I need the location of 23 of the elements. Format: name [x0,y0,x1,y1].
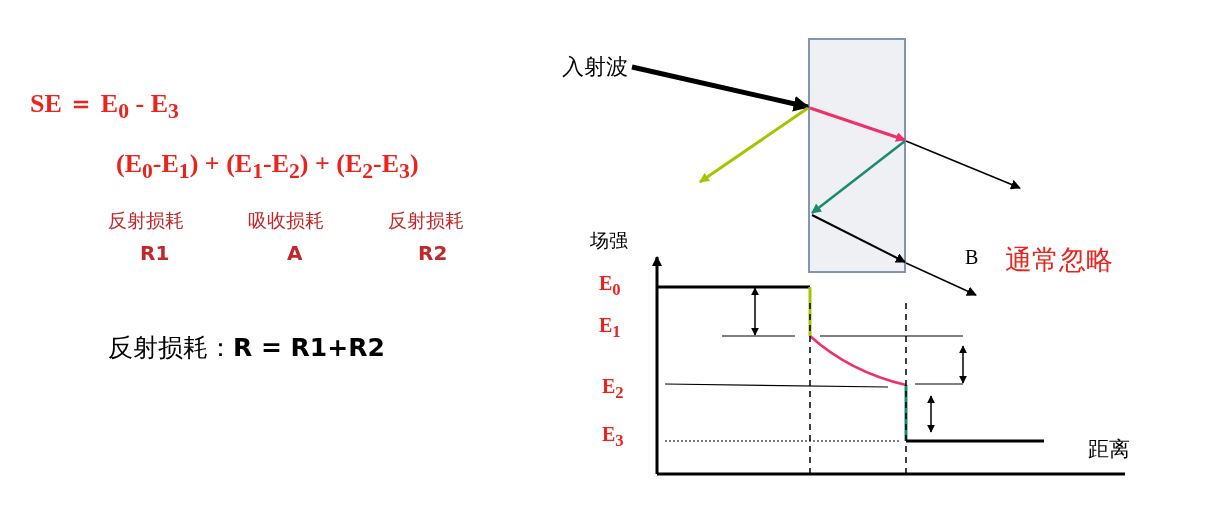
symbol-label: A [287,242,303,264]
axis-label: 距离 [1088,438,1130,462]
level-label: E$_{0}$ [599,272,621,300]
ray-label: B [965,246,979,268]
formula: 反射损耗：R = R1+R2 [108,334,385,362]
arrow [631,64,810,112]
arrow [699,106,809,184]
loss-term-label: 反射损耗 [108,210,184,231]
arrow [905,140,1021,190]
level-label: E$_{3}$ [602,423,624,451]
incident-wave-label: 入射波 [562,52,628,82]
shield-plate [808,38,906,273]
symbol-label: R1 [140,242,170,264]
axis-label: 场强 [590,230,628,251]
formula: (E$_{0}$-E$_{1}$) + (E$_{1}$-E$_{2}$) + (E$_{2}$-E$_{3}$) [116,150,419,184]
symbol-label: R2 [418,242,448,264]
note-label: 通常忽略 [1005,245,1113,275]
level-label: E$_{1}$ [599,314,621,342]
formula: SE ＝ E$_{0}$ - E$_{3}$ [30,90,179,124]
loss-term-label: 反射损耗 [388,210,464,231]
arrow [905,262,977,296]
level-label: E$_{2}$ [602,375,624,403]
loss-term-label: 吸收损耗 [248,210,324,231]
